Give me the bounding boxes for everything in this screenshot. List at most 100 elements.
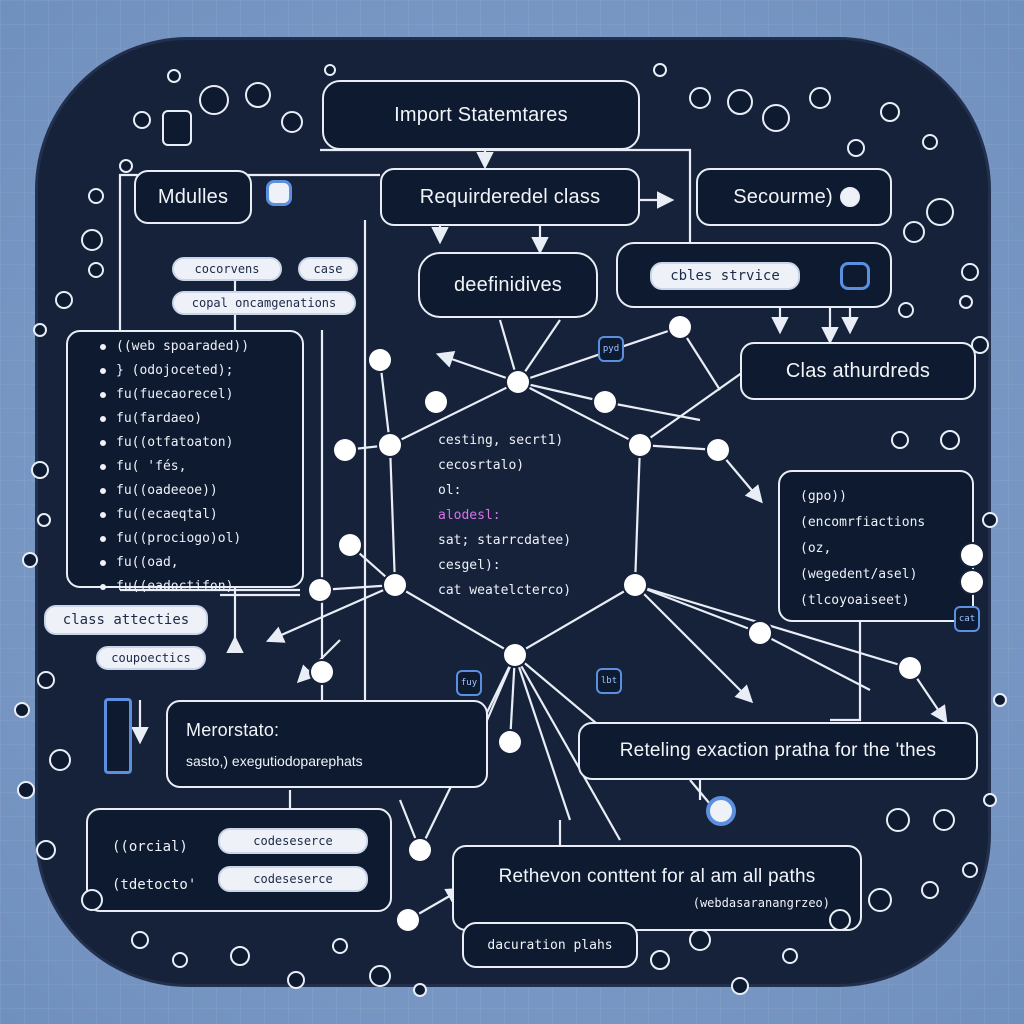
- secourme-label: Secourme): [733, 185, 833, 208]
- bubble-icon: [287, 971, 305, 989]
- toggle-icon: [266, 180, 292, 206]
- code-line: fu((oadeeoe)): [100, 479, 249, 503]
- bubble-icon: [962, 862, 978, 878]
- definitives-box: deefinidives: [418, 252, 598, 318]
- code-text: sat; starrcdatee): [438, 533, 572, 548]
- graph-node: [397, 909, 419, 931]
- class-attributes-box: Clas athurdreds: [740, 342, 976, 400]
- code-line: ((web spoaraded)): [100, 335, 249, 359]
- coupoectics-pill: coupoectics: [96, 646, 206, 670]
- code-text: ol:: [438, 483, 462, 498]
- class-attributes-label: Clas athurdreds: [785, 359, 931, 382]
- code-text: (tlcoyoaiseet): [800, 593, 910, 608]
- graph-node: [504, 644, 526, 666]
- bubble-icon: [119, 159, 133, 173]
- rethevon-label: Rethevon conttent for al am all paths: [498, 866, 816, 887]
- modules-label: Mdulles: [157, 185, 229, 208]
- code-line: fu(fuecaorecel): [100, 383, 249, 407]
- bubble-icon: [921, 881, 939, 899]
- bubble-icon: [903, 221, 925, 243]
- code-text: fu((ecaeqtal): [116, 507, 218, 522]
- bullet-icon: [100, 367, 106, 374]
- bubble-icon: [689, 929, 711, 951]
- bullet-icon: [100, 439, 106, 446]
- bullet-icon: [100, 343, 106, 350]
- code-line: cesting, secrt1): [438, 428, 571, 453]
- code-text: fu((oad,: [116, 555, 179, 570]
- code-text: fu((oadeeoe)): [116, 483, 218, 498]
- code-text: (encomrfiactions: [800, 515, 926, 530]
- rethevon-box: Rethevon conttent for al am all paths (w…: [452, 845, 862, 931]
- bubble-icon: [809, 87, 831, 109]
- code-text: } (odojoceted);: [116, 363, 234, 378]
- code-text: (gpo)): [800, 489, 847, 504]
- graph-node: [899, 657, 921, 679]
- bubble-icon: [37, 513, 51, 527]
- bullet-icon: [100, 559, 106, 566]
- bubble-icon: [324, 64, 336, 76]
- bubble-icon: [983, 793, 997, 807]
- code-line: fu(fardaeo): [100, 407, 249, 431]
- code-line: sat; starrcdatee): [438, 528, 571, 553]
- bubble-icon: [88, 188, 104, 204]
- bubble-icon: [37, 671, 55, 689]
- code-line: ol:: [438, 478, 571, 503]
- bubble-icon: [993, 693, 1007, 707]
- bullet-icon: [100, 391, 106, 398]
- bubble-icon: [14, 702, 30, 718]
- metastato-box: Merorstato: sasto,) exegutiodoparephats: [166, 700, 488, 788]
- bubble-icon: [133, 111, 151, 129]
- bubble-icon: [167, 69, 181, 83]
- bullet-icon: [100, 415, 106, 422]
- graph-node: [379, 434, 401, 456]
- code-text: fu( 'fés,: [116, 459, 187, 474]
- bubble-icon: [230, 946, 250, 966]
- bubble-icon: [413, 983, 427, 997]
- graph-node: [594, 391, 616, 413]
- decuration-label: dacuration plahs: [487, 937, 613, 953]
- class-attecties-pill: class attecties: [44, 605, 208, 635]
- code-text: ((orcial): [112, 839, 188, 855]
- code-text: (tdetocto': [112, 877, 197, 893]
- bubble-icon: [891, 431, 909, 449]
- code-line: (oz,: [800, 536, 925, 562]
- service-toggle-icon: [840, 262, 870, 290]
- bubble-icon: [689, 87, 711, 109]
- code-line: } (odojoceted);: [100, 359, 249, 383]
- graph-node: [369, 349, 391, 371]
- bubble-icon: [762, 104, 790, 132]
- bubble-icon: [933, 809, 955, 831]
- case-pill: case: [298, 257, 358, 281]
- code-text: (wegedent/asel): [800, 567, 918, 582]
- codeseserce-pill-1: codeseserce: [218, 828, 368, 854]
- code-line: fu((eadoctifon): [100, 575, 249, 599]
- graph-node: [425, 391, 447, 413]
- bubble-icon: [88, 262, 104, 278]
- bubble-icon: [940, 430, 960, 450]
- bubble-icon: [898, 302, 914, 318]
- graph-node: [961, 544, 983, 566]
- code-line: fu((otfatoaton): [100, 431, 249, 455]
- bubble-icon: [982, 512, 998, 528]
- graph-node: [749, 622, 771, 644]
- bubble-icon: [926, 198, 954, 226]
- code-text: fu(fardaeo): [116, 411, 203, 426]
- modules-box: Mdulles: [134, 170, 252, 224]
- bubble-icon: [22, 552, 38, 568]
- bullet-icon: [100, 535, 106, 542]
- secourme-box: Secourme): [696, 168, 892, 226]
- import-statements-box: Import Statemtares: [322, 80, 640, 150]
- definitives-label: deefinidives: [453, 273, 563, 296]
- metastato-label: Merorstato:: [186, 719, 280, 740]
- code-line: cesgel):: [438, 553, 571, 578]
- code-line: ((orcial): [112, 828, 196, 866]
- bubble-icon: [36, 840, 56, 860]
- bullet-icon: [100, 583, 106, 590]
- bubble-icon: [33, 323, 47, 337]
- bullet-icon: [100, 511, 106, 518]
- bubble-icon: [727, 89, 753, 115]
- graph-node: [311, 661, 333, 683]
- bottom-left-code-box: [86, 808, 392, 912]
- retelling-label: Reteling exaction pratha for the 'thes: [619, 740, 937, 761]
